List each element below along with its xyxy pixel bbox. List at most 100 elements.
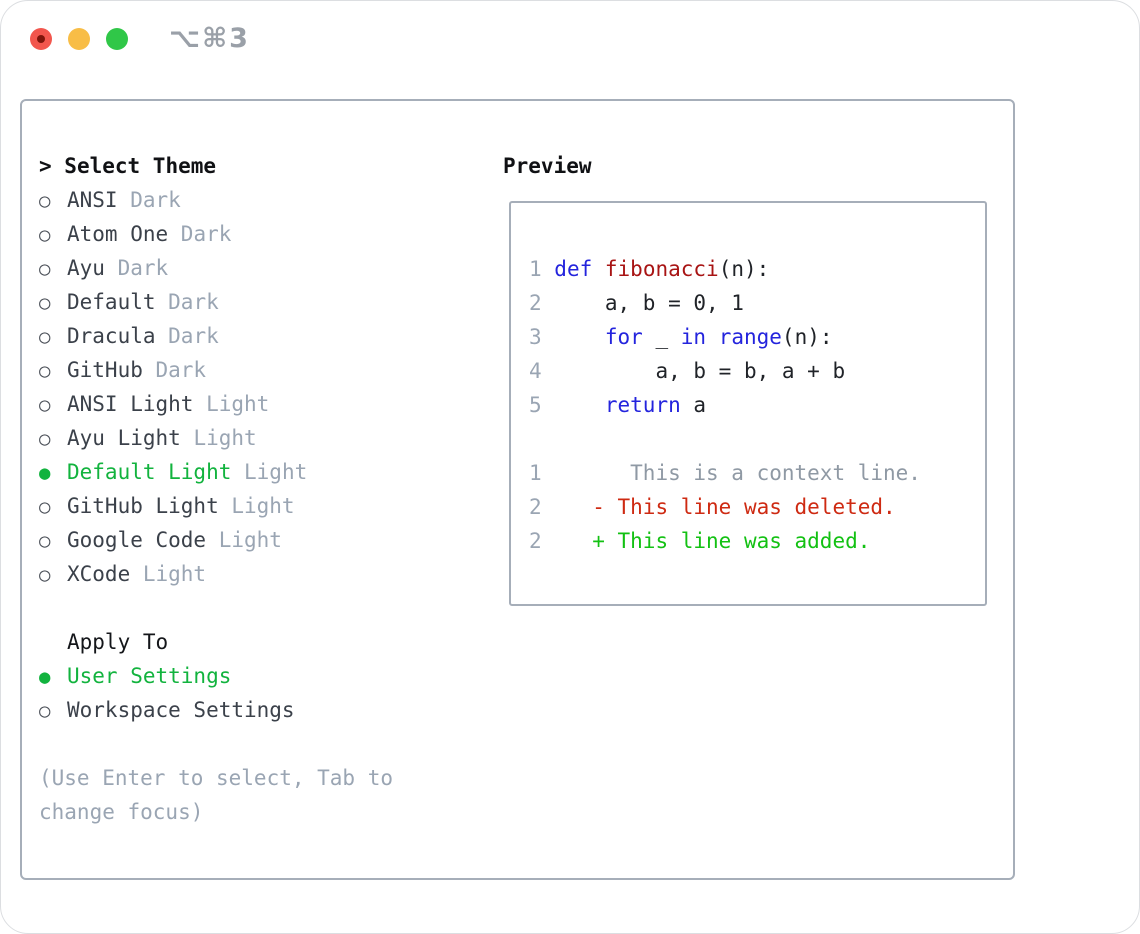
radio-unselected-icon: ○ <box>39 394 51 416</box>
code-segment-kw: def <box>554 257 593 281</box>
theme-option-atom-one-dark[interactable]: ○ Atom One Dark <box>39 217 393 251</box>
theme-option-github-dark[interactable]: ○GitHub Dark <box>39 353 393 387</box>
theme-option-label: Default Light <box>67 460 232 484</box>
code-segment-plain <box>706 325 719 349</box>
code-segment-plain: a <box>680 393 707 417</box>
window-shortcut-label: ⌥⌘3 <box>169 23 250 54</box>
theme-option-ansi-light-light[interactable]: ○ ANSI Light Light <box>39 387 393 421</box>
code-segment-ctx: This is a context line. <box>554 461 921 485</box>
spacer <box>39 591 393 625</box>
theme-option-ayu-dark[interactable]: ○ Ayu Dark <box>39 251 393 285</box>
code-segment-plain: a, b = b, a + b <box>554 359 846 383</box>
radio-unselected-icon: ○ <box>39 700 51 722</box>
apply-to-list: ● User Settings ○ Workspace Settings <box>39 659 393 727</box>
prompt-caret-icon: > <box>39 154 65 178</box>
code-line <box>529 422 985 456</box>
code-segment-plain <box>554 325 605 349</box>
theme-option-label: XCode <box>67 562 131 586</box>
preview-title: Preview <box>503 154 592 178</box>
code-segment-plain <box>592 257 605 281</box>
close-dot-icon <box>37 35 45 43</box>
variant-tag: Dark <box>168 222 232 246</box>
code-segment-fn: fibonacci <box>604 257 719 281</box>
apply-option-label: User Settings <box>67 664 232 688</box>
radio-selected-icon: ● <box>39 666 51 688</box>
code-line: 1 This is a context line. <box>529 456 985 490</box>
code-line: 5 return a <box>529 388 985 422</box>
variant-tag: Dark <box>104 256 169 280</box>
code-line: 4 a, b = b, a + b <box>529 354 985 388</box>
theme-option-label: Ayu Light <box>67 426 181 450</box>
theme-option-label: ANSI <box>67 188 118 212</box>
radio-unselected-icon: ○ <box>39 258 51 280</box>
code-segment-num: 2 <box>529 529 555 553</box>
variant-tag: Dark <box>117 188 181 212</box>
code-line: 3 for _ in range(n): <box>529 320 985 354</box>
code-segment-num: 5 <box>529 393 555 417</box>
code-segment-plain: (n): <box>718 257 770 281</box>
theme-option-default-light-light[interactable]: ●Default Light Light <box>39 455 393 489</box>
theme-option-label: Ayu <box>67 256 105 280</box>
apply-to-title: Apply To <box>67 630 169 654</box>
apply-option-workspace-settings[interactable]: ○ Workspace Settings <box>39 693 393 727</box>
code-segment-num: 2 <box>529 291 555 315</box>
select-theme-title: Select Theme <box>64 154 217 178</box>
variant-tag: Light <box>193 392 270 416</box>
theme-option-google-code-light[interactable]: ○ Google Code Light <box>39 523 393 557</box>
radio-unselected-icon: ○ <box>39 326 51 348</box>
theme-option-label: Google Code <box>67 528 207 552</box>
code-segment-kw: range <box>718 325 782 349</box>
theme-option-xcode-light[interactable]: ○XCode Light <box>39 557 393 591</box>
hint-line: (Use Enter to select, Tab to <box>39 766 394 790</box>
variant-tag: Light <box>180 426 257 450</box>
variant-tag: Light <box>218 494 295 518</box>
code-segment-add: + This line was added. <box>592 529 871 553</box>
variant-tag: Dark <box>155 290 219 314</box>
radio-selected-icon: ● <box>39 462 51 484</box>
variant-tag: Dark <box>142 358 207 382</box>
code-segment-plain: a, b = 0, 1 <box>554 291 744 315</box>
variant-tag: Light <box>206 528 282 552</box>
radio-unselected-icon: ○ <box>39 496 51 518</box>
theme-option-label: Default <box>67 290 156 314</box>
theme-option-github-light-light[interactable]: ○ GitHub Light Light <box>39 489 393 523</box>
theme-option-ansi-dark[interactable]: ○ANSI Dark <box>39 183 393 217</box>
theme-picker-panel: > Select Theme ○ANSI Dark○Atom One Dark○… <box>20 99 1015 880</box>
code-segment-kw: for <box>604 325 643 349</box>
radio-unselected-icon: ○ <box>39 564 51 586</box>
theme-option-default-dark[interactable]: ○Default Dark <box>39 285 393 319</box>
theme-option-label: Atom One <box>67 222 169 246</box>
hint-text: (Use Enter to select, Tab to change focus… <box>39 761 393 829</box>
theme-option-label: GitHub Light <box>67 494 219 518</box>
code-segment-num: 4 <box>529 359 555 383</box>
theme-option-label: Dracula <box>67 324 156 348</box>
code-line: 2 - This line was deleted. <box>529 490 985 524</box>
theme-option-ayu-light-light[interactable]: ○ Ayu Light Light <box>39 421 393 455</box>
radio-unselected-icon: ○ <box>39 224 51 246</box>
code-segment-plain <box>554 529 592 553</box>
theme-option-label: GitHub <box>67 358 143 382</box>
apply-option-user-settings[interactable]: ● User Settings <box>39 659 393 693</box>
minimize-button[interactable] <box>68 28 90 50</box>
theme-list: ○ANSI Dark○Atom One Dark○Ayu Dark○Defaul… <box>39 183 393 591</box>
code-segment-plain <box>554 495 592 519</box>
theme-option-dracula-dark[interactable]: ○Dracula Dark <box>39 319 393 353</box>
zoom-button[interactable] <box>106 28 128 50</box>
code-segment-del: - This line was deleted. <box>592 495 896 519</box>
hint-line: change focus) <box>39 800 204 824</box>
code-segment-num: 2 <box>529 495 555 519</box>
apply-option-label: Workspace Settings <box>67 698 295 722</box>
theme-option-label: ANSI Light <box>67 392 194 416</box>
code-segment-plain: (n): <box>781 325 833 349</box>
apply-to-header: Apply To <box>39 625 393 659</box>
code-line: 1 def fibonacci(n): <box>529 252 985 286</box>
radio-unselected-icon: ○ <box>39 530 51 552</box>
radio-unselected-icon: ○ <box>39 428 51 450</box>
code-segment-num: 1 <box>529 257 555 281</box>
close-button[interactable] <box>30 28 52 50</box>
theme-selector: > Select Theme ○ANSI Dark○Atom One Dark○… <box>39 149 393 829</box>
code-segment-num: 3 <box>529 325 555 349</box>
